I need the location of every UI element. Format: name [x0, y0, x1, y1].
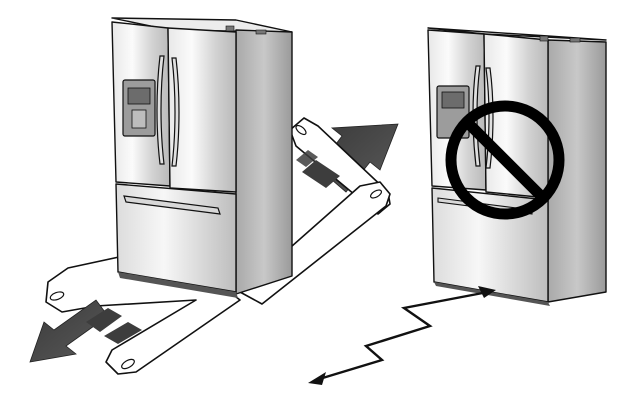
door-handle-right — [171, 57, 180, 167]
refrigerator-left — [111, 17, 293, 298]
no-symbol-icon — [445, 100, 565, 220]
right-panel — [308, 27, 607, 385]
door-handle-left — [156, 55, 165, 165]
left-panel — [29, 17, 399, 375]
backward-arrow — [29, 299, 142, 363]
zigzag-double-arrow-icon — [308, 286, 496, 385]
